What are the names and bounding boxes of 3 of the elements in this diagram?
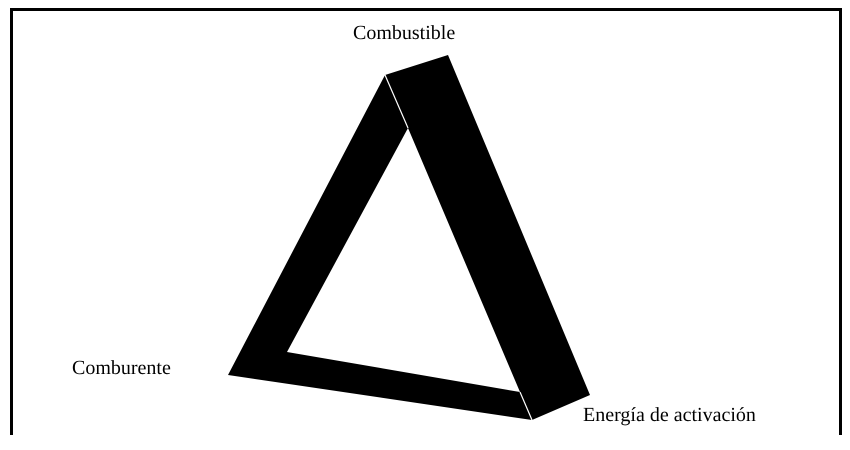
vertex-label: Combustible (353, 22, 456, 45)
vertex-label: Energía de activación (583, 404, 756, 427)
vertex-label: Comburente (72, 357, 171, 380)
